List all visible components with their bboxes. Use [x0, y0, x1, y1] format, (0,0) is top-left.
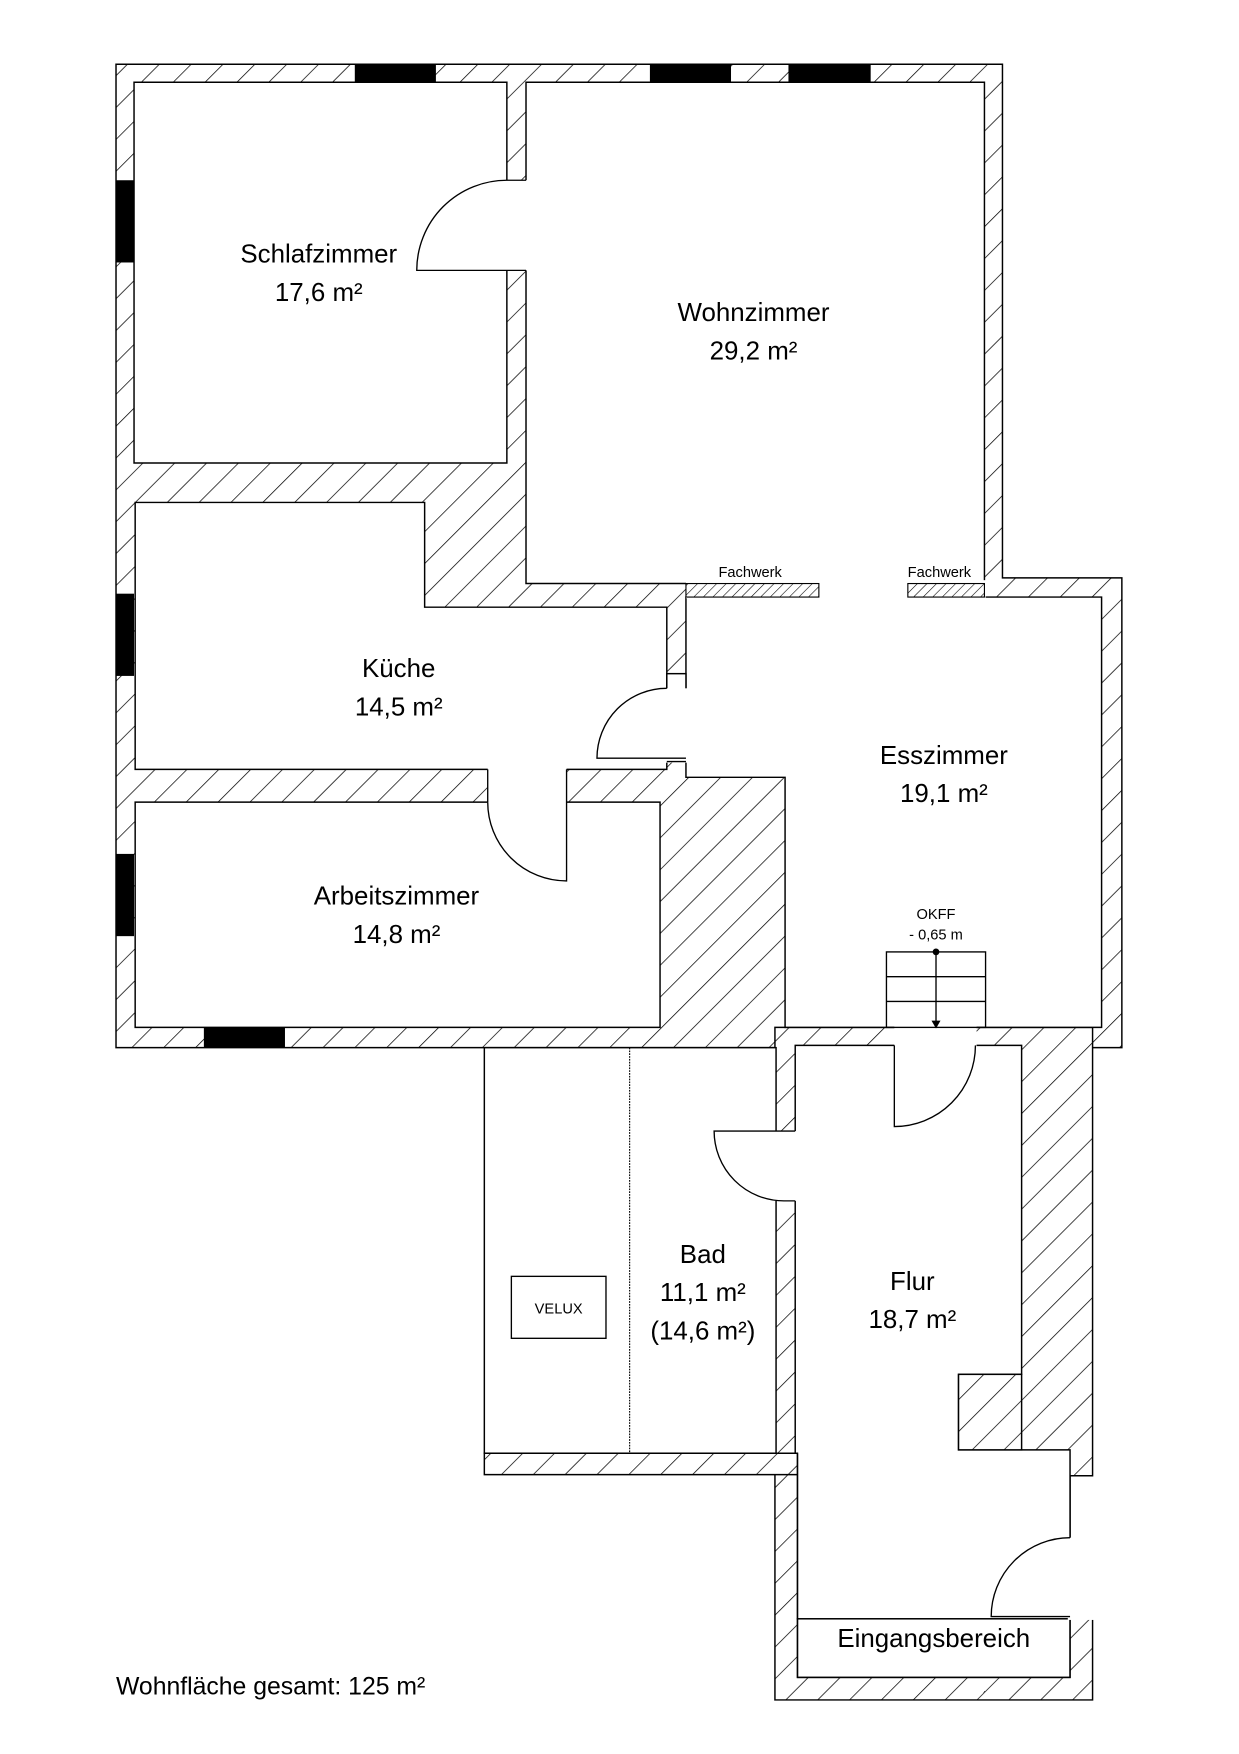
window	[354, 64, 436, 83]
window	[116, 593, 135, 676]
door-entrance[interactable]	[990, 1537, 1071, 1618]
label-velux: VELUX	[535, 1302, 583, 1318]
fachwerk-wall-right	[907, 582, 986, 598]
area-esszimmer: 19,1 m²	[900, 780, 988, 808]
stair-start-dot	[932, 948, 940, 956]
window	[203, 1027, 285, 1048]
fachwerk-wall-left	[685, 582, 820, 598]
value-okff: - 0,65 m	[909, 928, 963, 944]
window	[788, 64, 871, 83]
room-flur	[794, 1044, 1071, 1620]
label-fachwerk-right: Fachwerk	[908, 565, 972, 581]
area-bad: 11,1 m²	[660, 1279, 746, 1307]
area-kueche: 14,5 m²	[355, 693, 443, 721]
total-living-area: Wohnfläche gesamt: 125 m²	[116, 1673, 425, 1700]
room-wohnzimmer	[525, 81, 986, 585]
label-arbeitszimmer: Arbeitszimmer	[314, 883, 480, 911]
room-schlafzimmer	[133, 81, 508, 464]
door-schlafzimmer[interactable]	[416, 179, 527, 272]
label-flur: Flur	[890, 1268, 935, 1296]
area-flur: 18,7 m²	[868, 1306, 956, 1334]
stair-arrow-icon	[931, 1020, 941, 1029]
room-arbeitszimmer	[134, 801, 661, 1029]
wall-mass-bad-bottom	[483, 1452, 801, 1476]
room-kueche	[134, 501, 668, 771]
label-okff: OKFF	[917, 907, 956, 923]
area-wohnzimmer: 29,2 m²	[710, 337, 798, 365]
label-kueche: Küche	[362, 655, 435, 683]
windows	[116, 64, 871, 1048]
room-esszimmer	[685, 596, 1103, 1029]
stairs	[885, 948, 987, 1029]
label-bad: Bad	[680, 1241, 726, 1269]
window	[116, 180, 135, 263]
area-bad-alt: (14,6 m²)	[650, 1317, 755, 1345]
window	[116, 853, 135, 937]
velux-window	[510, 1275, 607, 1339]
flur-pillar	[957, 1373, 1023, 1451]
door-bad[interactable]	[713, 1130, 796, 1202]
label-schlafzimmer: Schlafzimmer	[240, 240, 397, 268]
window	[649, 64, 732, 83]
door-esszimmer-flur[interactable]	[893, 1045, 977, 1128]
doors	[416, 179, 1095, 1620]
door-arbeitszimmer[interactable]	[487, 769, 568, 882]
label-eingangsbereich: Eingangsbereich	[837, 1625, 1030, 1653]
door-kueche-esszimmer[interactable]	[596, 687, 686, 759]
label-esszimmer: Esszimmer	[880, 742, 1008, 770]
label-wohnzimmer: Wohnzimmer	[678, 299, 830, 327]
area-schlafzimmer: 17,6 m²	[275, 279, 363, 307]
area-arbeitszimmer: 14,8 m²	[353, 921, 441, 949]
label-fachwerk-left: Fachwerk	[718, 565, 782, 581]
